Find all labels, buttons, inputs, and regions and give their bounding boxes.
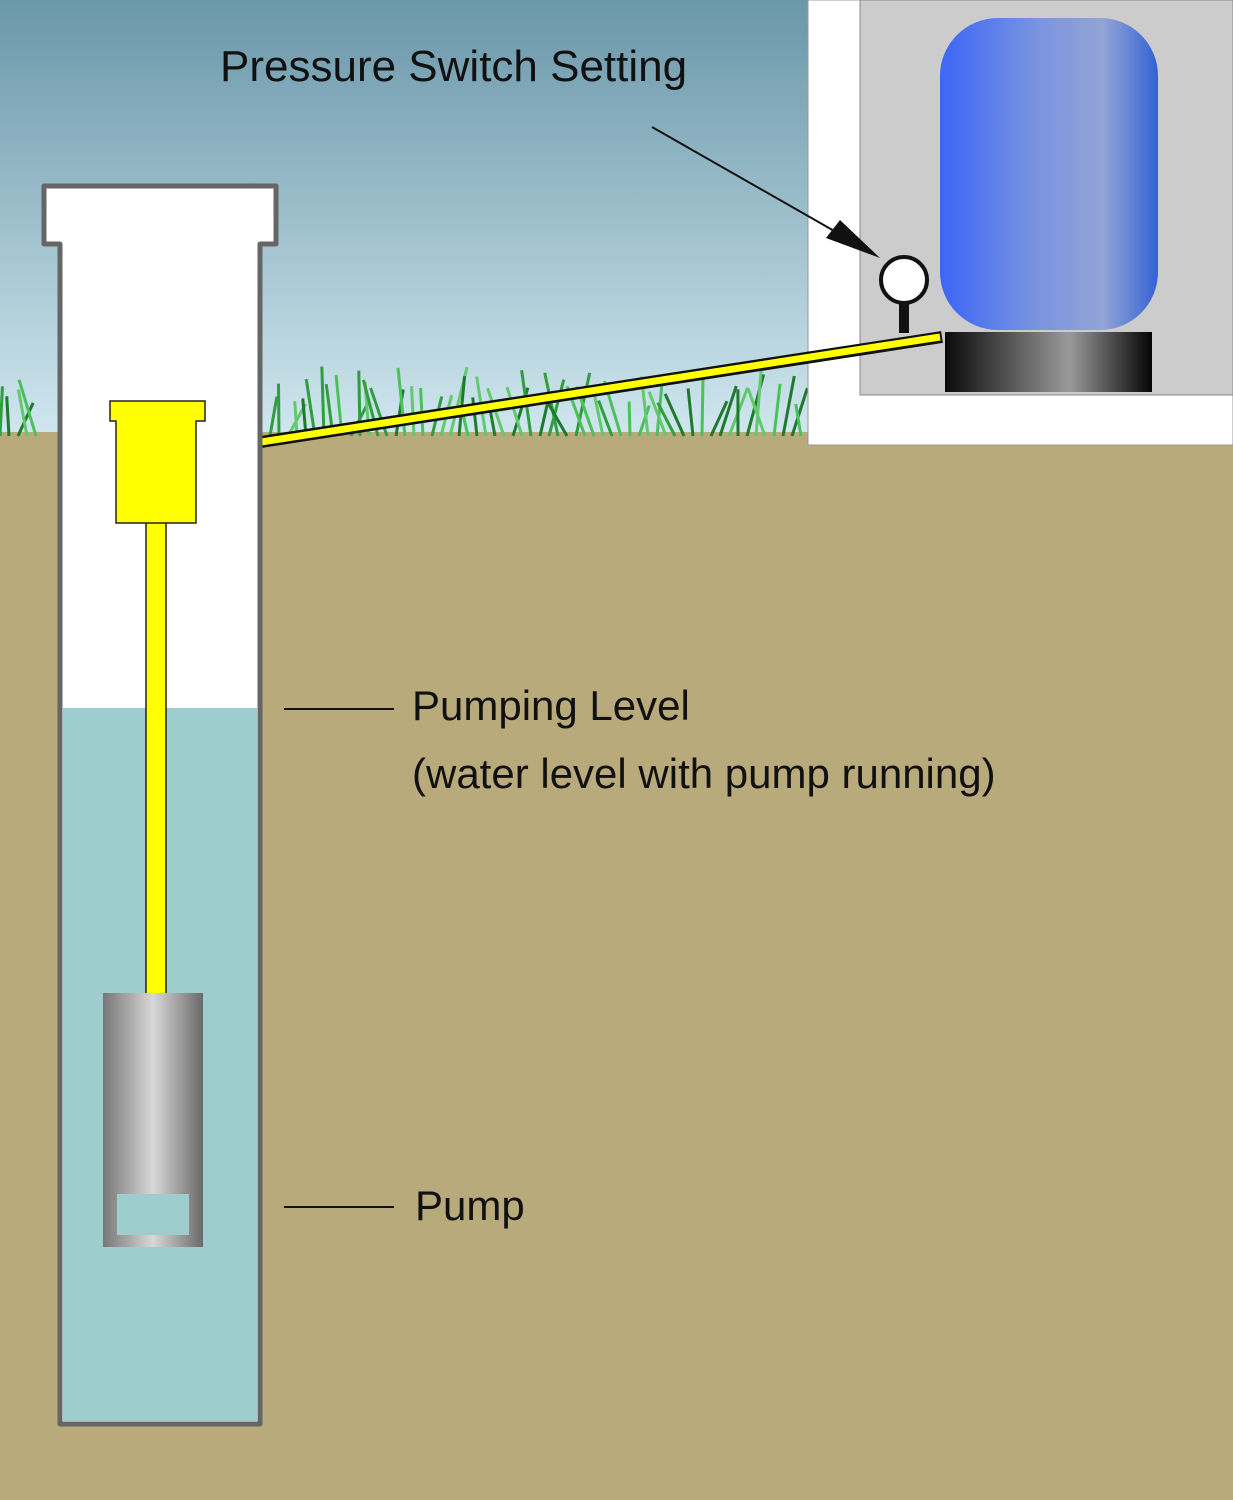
pressure-tank <box>940 18 1158 330</box>
grass-blade <box>627 401 632 437</box>
arrow-line <box>651 126 851 241</box>
grass-blade <box>268 396 279 437</box>
pressure-switch-label: Pressure Switch Setting <box>220 42 687 91</box>
grass-blade <box>709 400 729 437</box>
pumping-level-note: (water level with pump running) <box>412 750 996 797</box>
grass-blade <box>396 367 407 437</box>
grass-blade <box>16 389 29 437</box>
grass-blade <box>647 391 668 437</box>
grass-blade <box>790 387 809 437</box>
grass-blade <box>656 401 677 437</box>
tank-base <box>945 332 1152 392</box>
grass-blade <box>772 383 782 437</box>
grass-blade <box>637 405 651 437</box>
switch-stem <box>899 300 909 333</box>
pump-label: Pump <box>415 1182 525 1229</box>
grass-blade <box>486 387 506 437</box>
pumping-level-label: Pumping Level <box>412 682 690 729</box>
grass-blade <box>17 379 38 437</box>
grass-blade <box>794 403 803 437</box>
grass-blade <box>547 379 566 437</box>
pressure-switch-gauge <box>879 255 929 305</box>
pitless-adapter <box>109 400 206 524</box>
grass-blade <box>276 383 281 437</box>
water-line-pipe <box>195 333 941 456</box>
grass-blade <box>511 387 530 437</box>
grass-blade <box>5 396 11 437</box>
grass-blade <box>410 386 416 437</box>
grass-blade <box>505 386 524 437</box>
pump-intake <box>117 1194 189 1235</box>
drop-pipe <box>145 519 167 996</box>
grass-blade <box>781 375 796 437</box>
grass-blade <box>394 389 405 437</box>
grass-blade <box>597 400 614 437</box>
grass-blade <box>361 379 380 437</box>
grass-blade <box>718 385 738 437</box>
grass-blade <box>16 402 35 437</box>
grass-blade <box>546 401 569 437</box>
grass-blade <box>754 366 763 437</box>
grass-blade <box>448 366 469 437</box>
grass-blade <box>663 393 686 437</box>
grass-blade <box>746 387 767 437</box>
grass-blade <box>593 396 605 437</box>
grass-blade <box>471 397 479 437</box>
grass-blade <box>0 386 4 437</box>
grass-blade <box>543 372 560 437</box>
arrow-head-icon <box>826 220 880 258</box>
grass-blade <box>369 387 389 437</box>
grass-blade <box>686 388 695 437</box>
